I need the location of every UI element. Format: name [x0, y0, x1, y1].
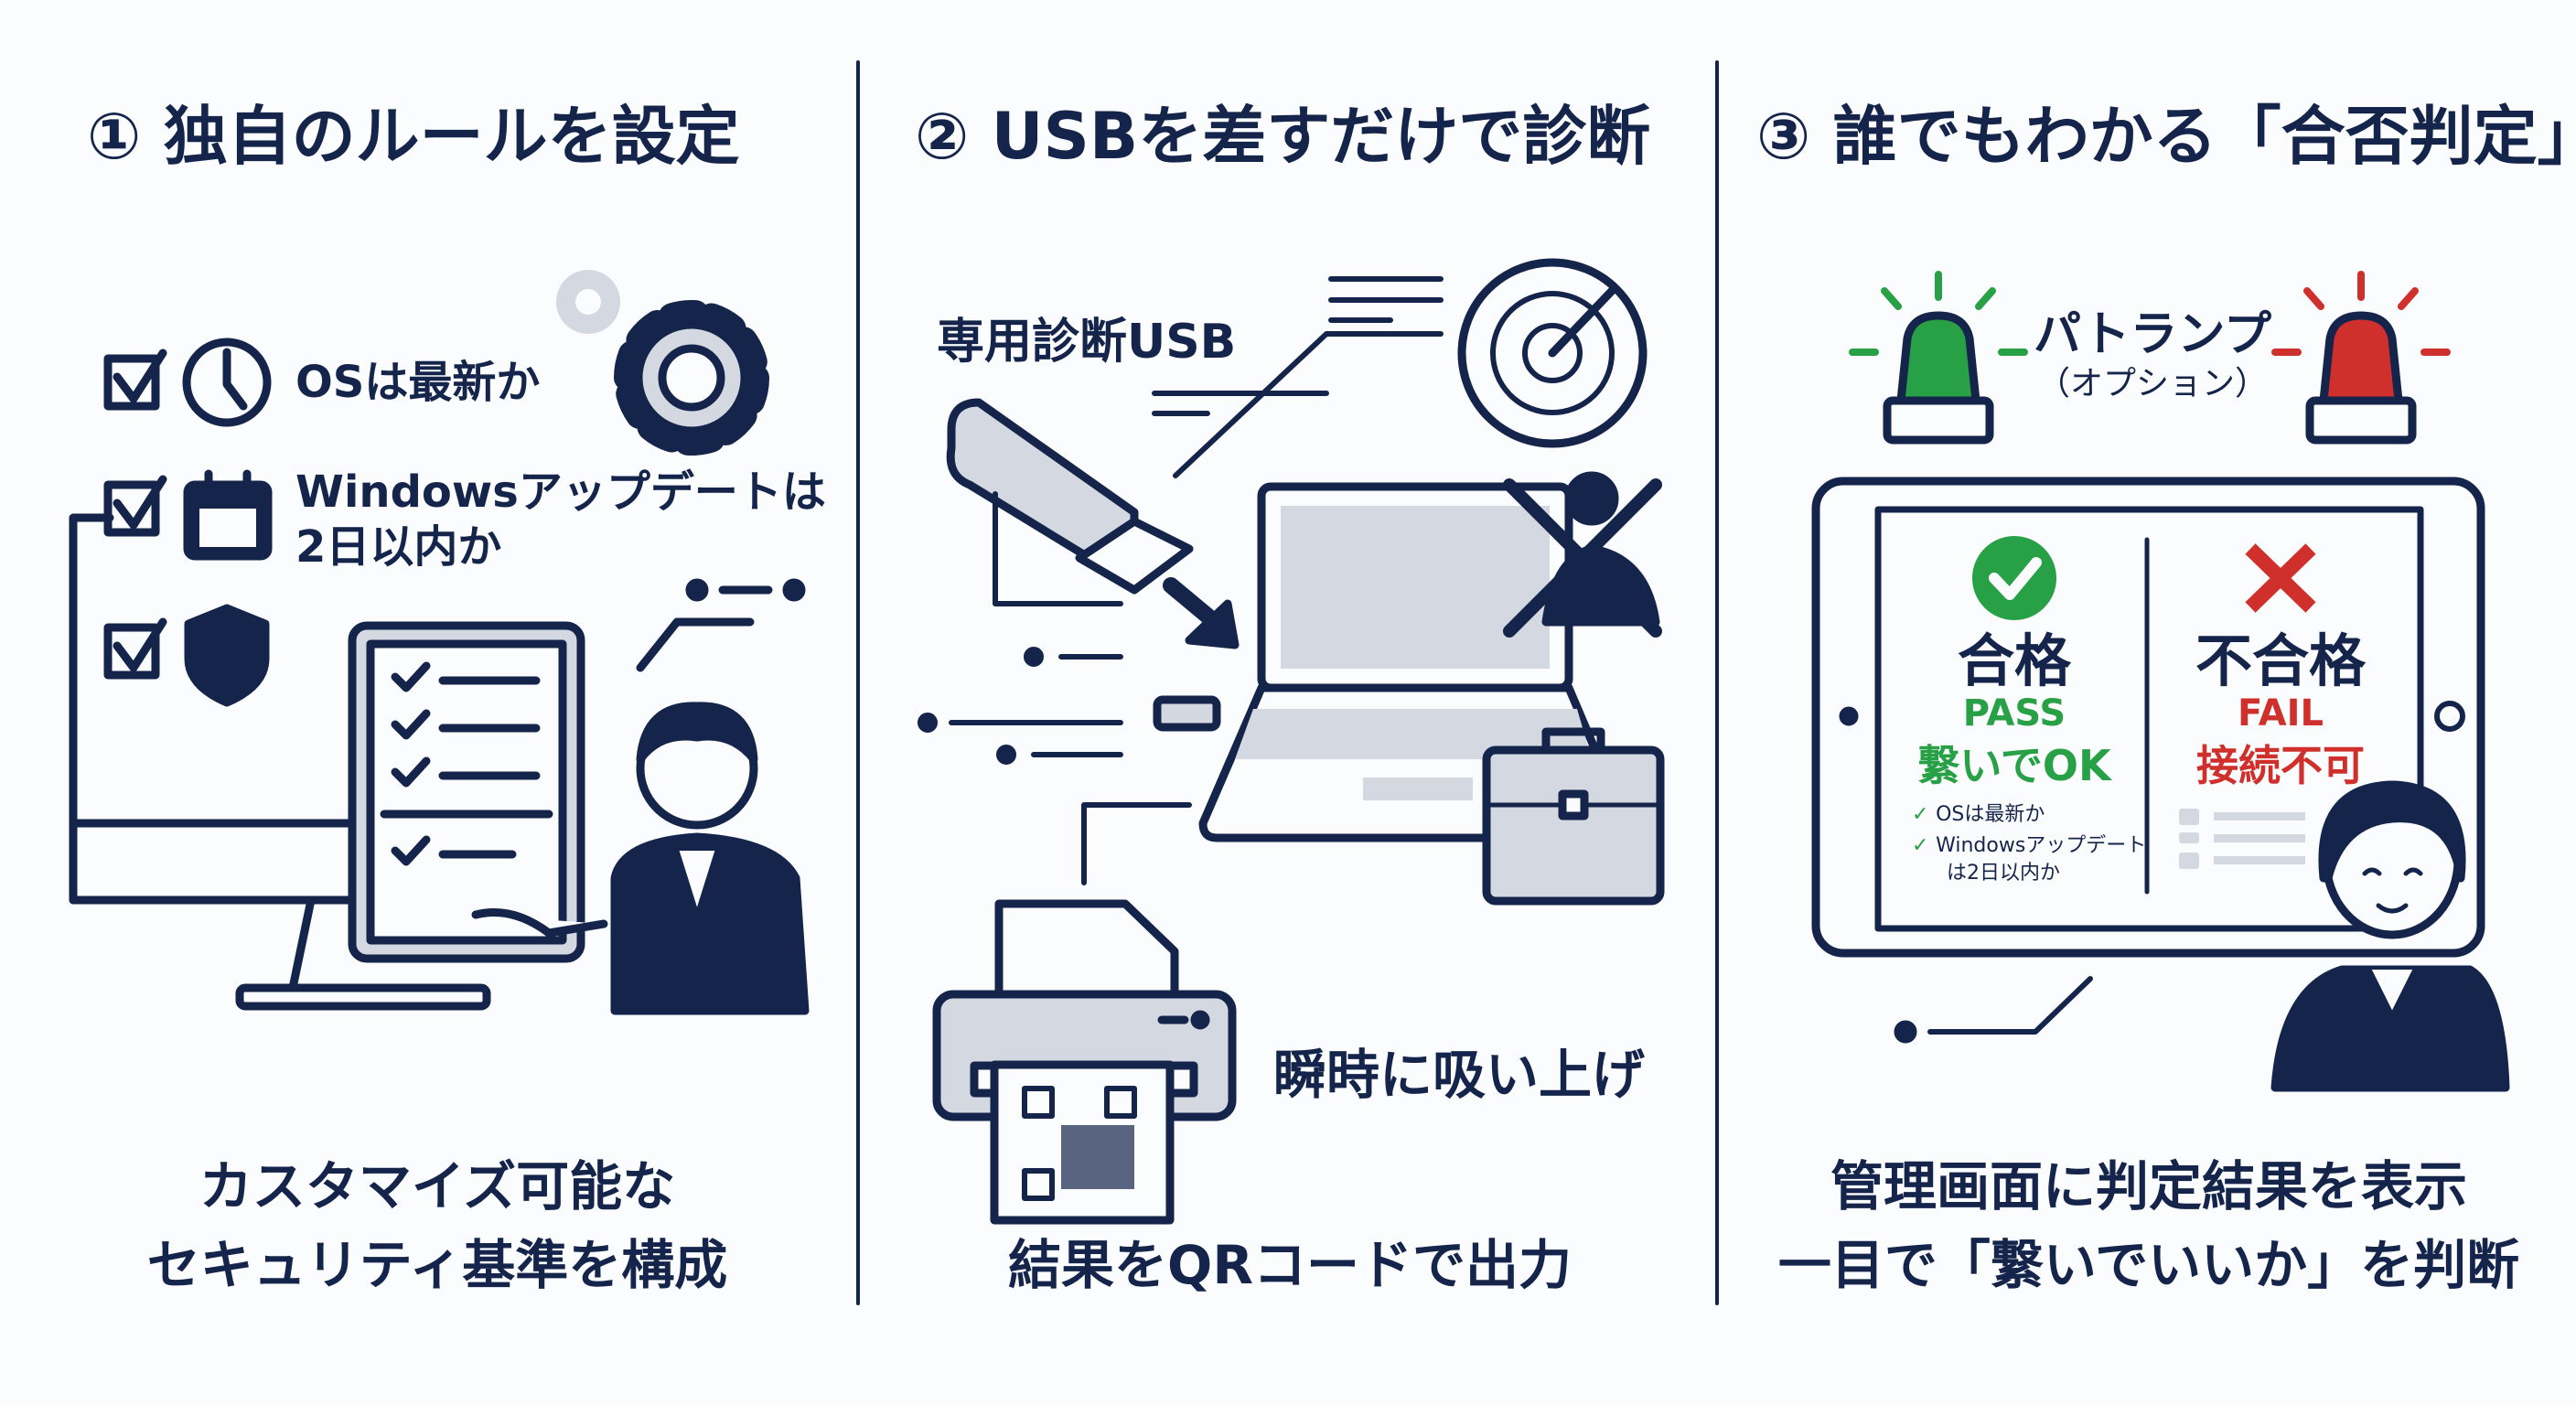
lamp-sub-label: （オプション）	[2036, 365, 2269, 402]
fail-detail-placeholder	[2179, 809, 2305, 869]
pass-item-text: Windowsアップデート	[1936, 834, 2147, 857]
green-lamp-icon	[1849, 271, 2028, 356]
panel3-caption-line2: 一目で「繋いでいいか」を判断	[1777, 1234, 2520, 1296]
operator-woman-icon	[2270, 780, 2510, 1092]
connector-lines	[1152, 276, 1444, 478]
shield-icon	[184, 604, 270, 707]
panel2-caption: 結果をQRコードで出力	[1008, 1234, 1572, 1296]
checkbox-icon	[103, 349, 167, 411]
fail-message: 接続不可	[2196, 741, 2365, 790]
presenter-person-icon	[471, 702, 810, 1015]
panel2-title: ② USBを差すだけで診断	[915, 99, 1651, 174]
connector-dots	[636, 578, 806, 672]
fail-label: FAIL	[2237, 692, 2324, 735]
briefcase-icon	[1482, 727, 1665, 906]
pass-item: ✓ OSは最新か	[1912, 805, 2045, 825]
blocked-hacker-icon	[1503, 471, 1662, 638]
fail-x-icon	[2245, 543, 2316, 613]
panel1-title: ① 独自のルールを設定	[87, 99, 740, 174]
calendar-icon	[183, 469, 273, 561]
lamp-label: パトランプ	[2033, 307, 2272, 362]
pass-item-check-icon: ✓	[1912, 803, 1937, 826]
check-label-update-2: 2日以内か	[295, 521, 502, 573]
check-label-update: Windowsアップデートは	[295, 467, 826, 518]
red-lamp-icon	[2305, 311, 2417, 445]
pass-item: ✓ Windowsアップデート	[1912, 836, 2146, 856]
small-usb-icon	[1153, 695, 1221, 732]
tablet-checklist-icon	[348, 621, 585, 963]
pass-message: 繋いでOK	[1917, 741, 2111, 790]
qr-code-icon	[990, 1060, 1175, 1225]
panel1-caption-line1: カスタマイズ可能な	[199, 1155, 676, 1217]
checkbox-icon	[103, 475, 167, 537]
gear-icon	[556, 270, 620, 334]
checkbox-icon	[103, 617, 167, 680]
clock-icon	[182, 338, 272, 427]
panel3-title: ③ 誰でもわかる「合否判定」	[1756, 99, 2576, 174]
usb-label: 専用診断USB	[937, 315, 1237, 370]
pass-check-icon	[1972, 536, 2056, 620]
radar-icon	[1457, 258, 1648, 448]
pass-title: 合格	[1957, 627, 2072, 694]
panel3-caption-line1: 管理画面に判定結果を表示	[1830, 1155, 2468, 1217]
connector-dots	[1894, 976, 2093, 1044]
red-lamp-icon	[2271, 271, 2451, 356]
connector-dots	[918, 491, 1192, 885]
pass-item-text: OSは最新か	[1936, 803, 2045, 826]
pass-item-continued: は2日以内か	[1947, 862, 2060, 885]
pass-label: PASS	[1962, 692, 2066, 735]
scan-label: 瞬時に吸い上げ	[1273, 1044, 1646, 1106]
usb-drive-icon	[946, 398, 1194, 595]
panel1-caption-line2: セキュリティ基準を構成	[146, 1234, 728, 1296]
pass-item-check-icon: ✓	[1912, 834, 1937, 857]
fail-title: 不合格	[2195, 627, 2367, 694]
check-label-os: OSは最新か	[295, 357, 541, 408]
gear-icon	[614, 300, 769, 456]
green-lamp-icon	[1883, 311, 1994, 445]
